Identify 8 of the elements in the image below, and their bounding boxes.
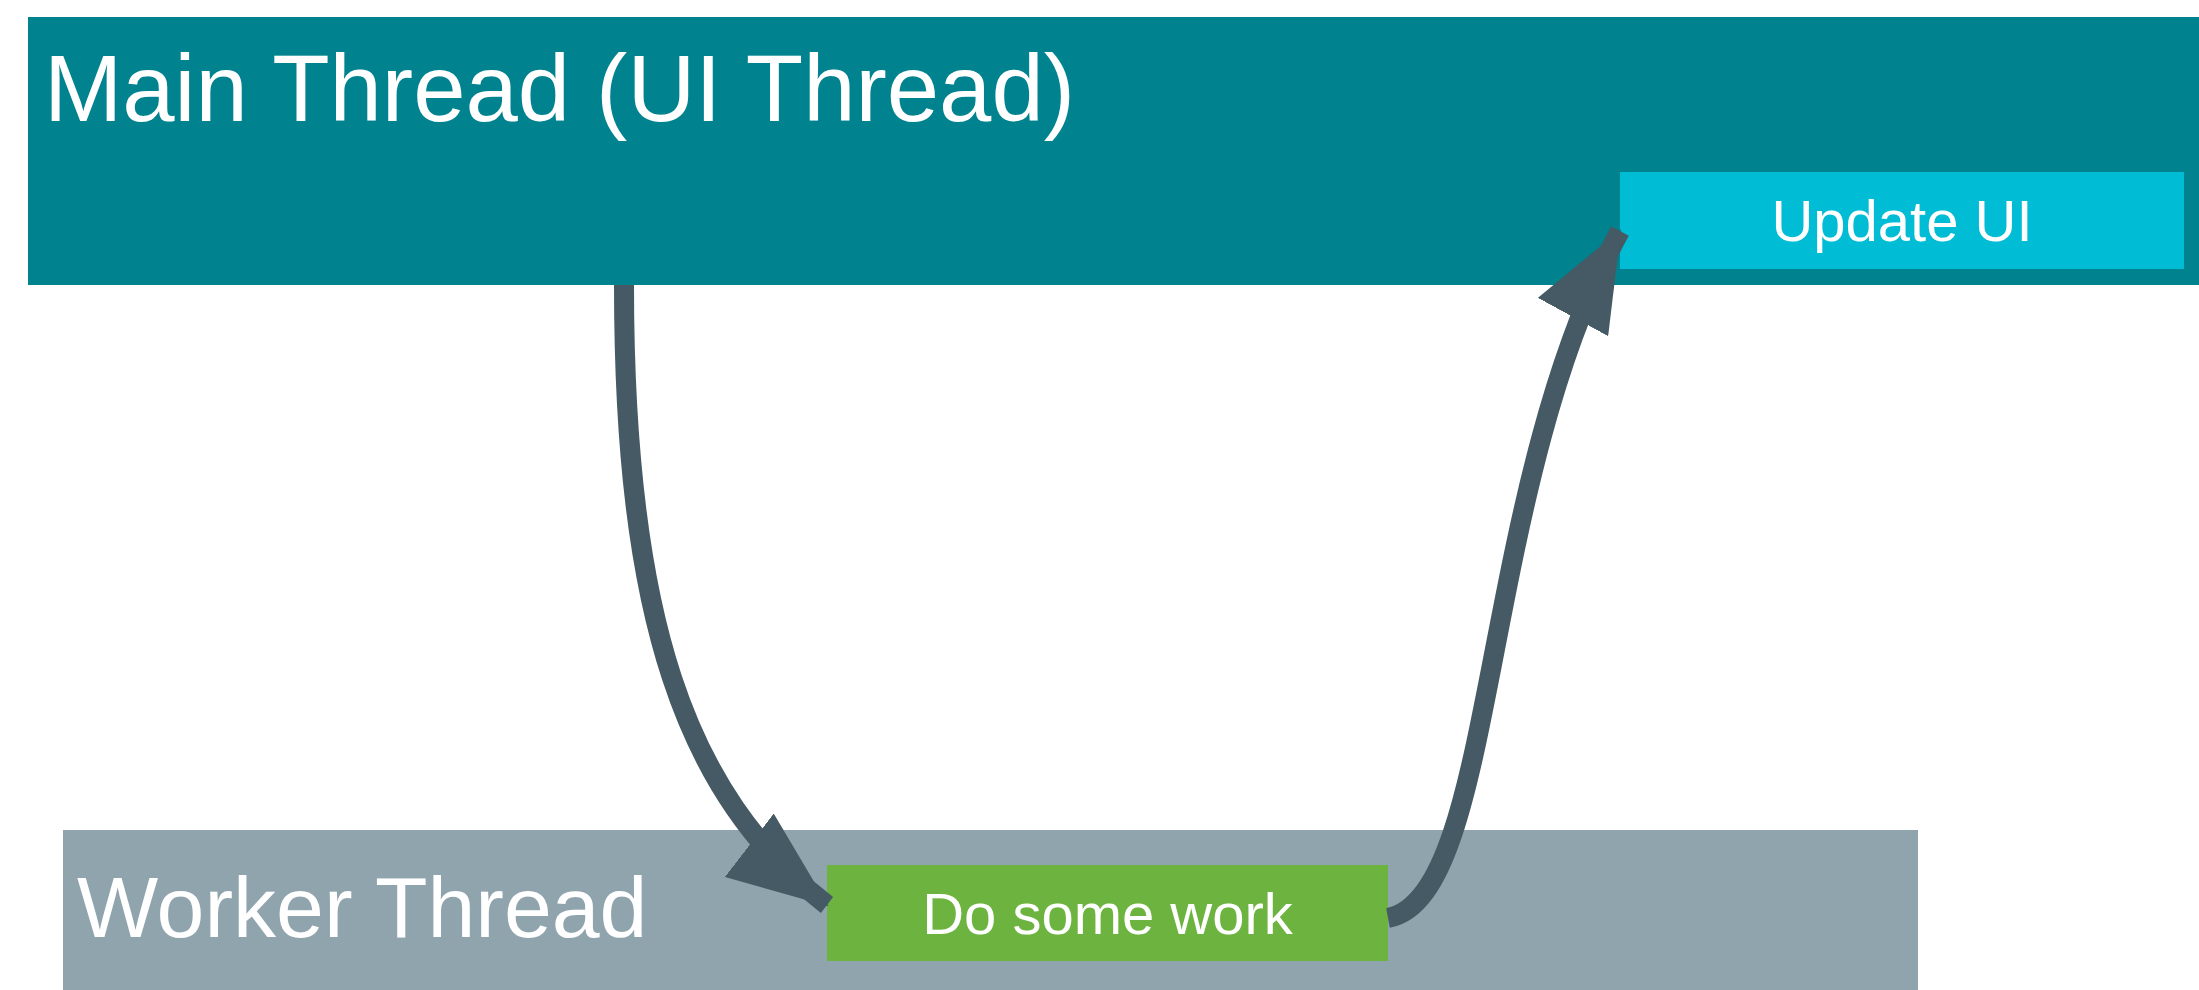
task-box: Update UI	[1620, 172, 2184, 269]
thread-band	[28, 17, 2199, 285]
task-box: Do some work	[827, 865, 1388, 961]
arrow	[614, 284, 834, 913]
thread-label: Main Thread (UI Thread)	[44, 35, 1075, 143]
arrow	[1383, 226, 1630, 927]
thread-label: Worker Thread	[77, 858, 648, 957]
thread-band	[63, 830, 1918, 990]
